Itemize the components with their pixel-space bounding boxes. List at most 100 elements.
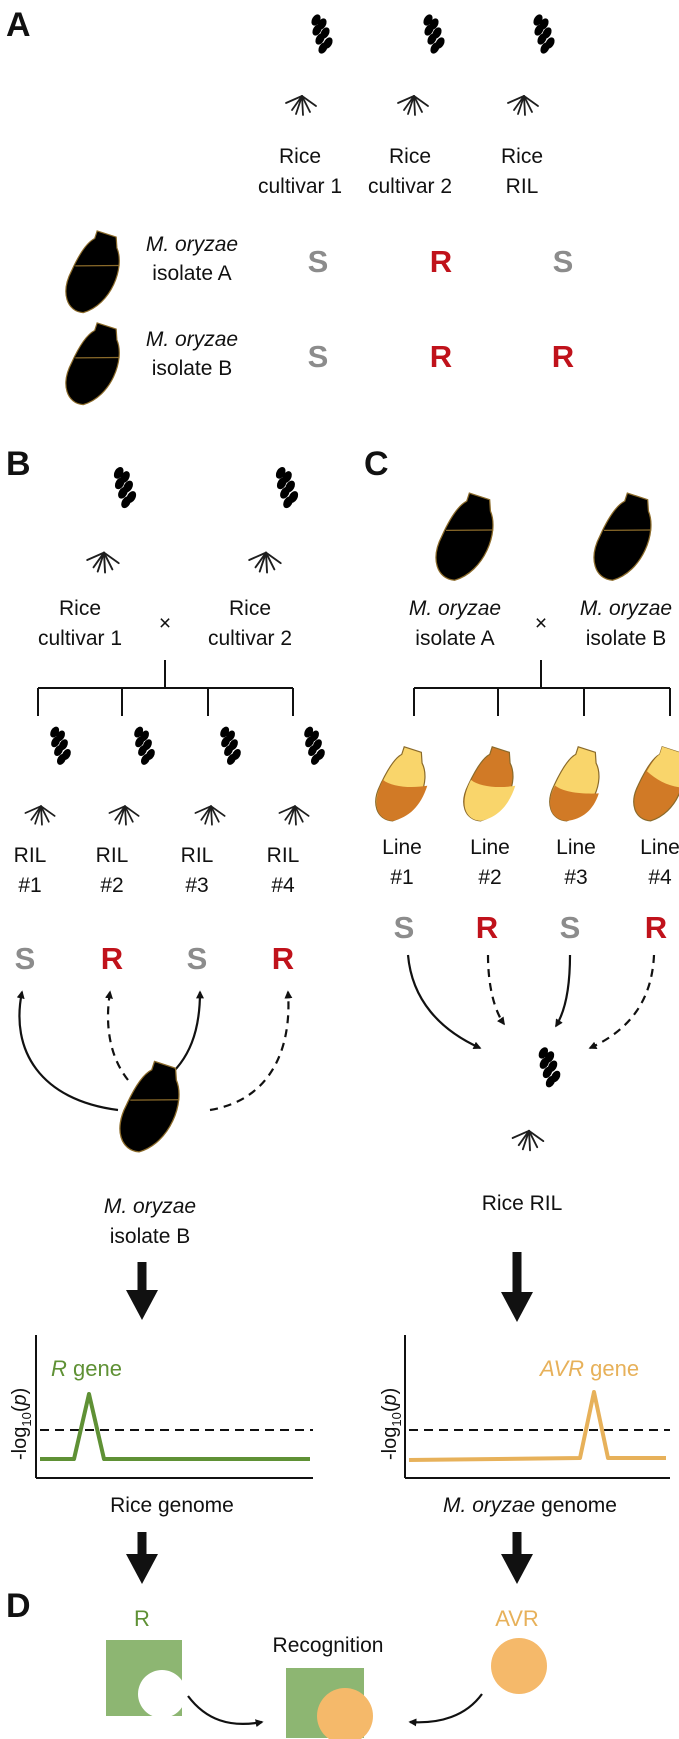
c-isolate-a-icon [428,488,504,589]
b-isolate-b-icon [112,1056,190,1161]
isolate-b-icon [58,318,129,413]
plant-b-parent2 [236,463,302,575]
panel-label-d: D [6,1587,31,1625]
ril-4-line1: RIL [267,844,300,867]
r-protein-icon [106,1640,186,1718]
c-line-3-result: S [560,910,581,945]
c-cross-tree [413,660,671,716]
c-parent2-species: M. oryzae [580,597,672,620]
d-recognition-label: Recognition [273,1634,384,1657]
b-parent1-line2: cultivar 1 [38,627,122,650]
recognition-complex-icon [286,1668,373,1739]
ril-1-line1: RIL [14,844,47,867]
label-ril-line2: RIL [506,175,539,198]
c-line-2-icon [463,746,516,822]
c-line-3-icon [549,746,600,822]
b-parent1-line1: Rice [59,597,101,620]
label-cultivar-2-line2: cultivar 2 [368,175,452,198]
plant-ril-1 [13,723,75,827]
label-cultivar-1-line2: cultivar 1 [258,175,342,198]
c-line-4-line2: #4 [648,866,672,889]
c-plot-xlabel: M. oryzae genome [443,1494,617,1517]
c-isolate-b-icon [586,488,662,589]
result-b-cultivar1: S [308,339,329,374]
c-line-1-line2: #1 [390,866,413,889]
c-line-1-line1: Line [382,836,422,859]
result-b-ril: R [552,339,574,374]
r-gene-trace [40,1392,310,1461]
plant-ril-2 [97,723,159,827]
c-parent1-species: M. oryzae [409,597,501,620]
ril-1-result: S [15,941,36,976]
d-avr-label: AVR [495,1606,539,1631]
c-plot-ylabel: -log10(p) [379,1388,404,1460]
label-ril-line1: Rice [501,145,543,168]
plant-ril-4 [267,723,329,827]
ril-4-line2: #4 [271,874,295,897]
panel-label-a: A [6,6,31,44]
c-down-arrow [501,1252,533,1322]
panel-label-c: C [364,445,389,483]
result-b-cultivar2: R [430,339,452,374]
b-cross-tree [37,660,294,716]
b-plot-peak-label: R gene [51,1356,122,1381]
result-a-cultivar2: R [430,244,452,279]
panel-label-b: B [6,445,31,483]
plant-cultivar-2 [386,11,449,117]
b-isolate-name: isolate B [110,1225,191,1248]
c-line-3-line1: Line [556,836,596,859]
b-isolate-species: M. oryzae [104,1195,196,1218]
c-plot: -log10(p) AVR gene M. oryzae genome [379,1335,670,1517]
c-line-2-result: R [476,910,498,945]
plant-ril [496,11,559,117]
d-down-arrow-left [126,1532,158,1584]
c-host-plant [500,1043,565,1153]
c-line-1-result: S [394,910,415,945]
label-cultivar-1-line1: Rice [279,145,321,168]
ril-2-line2: #2 [100,874,123,897]
isolate-b-name: isolate B [152,357,233,380]
isolate-a-name: isolate A [152,262,231,285]
plant-cultivar-1 [274,11,337,117]
ril-4-result: R [272,941,294,976]
b-plot: -log10(p) R gene Rice genome [9,1335,313,1517]
c-line-3-line2: #3 [564,866,587,889]
result-a-cultivar1: S [308,244,329,279]
ril-2-result: R [101,941,123,976]
ril-3-result: S [187,941,208,976]
b-parent2-line2: cultivar 2 [208,627,292,650]
c-line-4-result: R [645,910,667,945]
label-cultivar-2-line1: Rice [389,145,431,168]
c-line-1-icon [375,746,428,822]
c-cross-symbol: × [535,612,547,635]
ril-1-line2: #1 [18,874,41,897]
c-parent1-name: isolate A [415,627,494,650]
b-cross-symbol: × [159,612,171,635]
b-plot-xlabel: Rice genome [110,1494,234,1517]
c-line-2-line2: #2 [478,866,501,889]
d-down-arrow-right [501,1532,533,1584]
avr-protein-icon [491,1638,547,1694]
ril-3-line2: #3 [185,874,208,897]
c-host-label: Rice RIL [482,1192,563,1215]
avr-gene-trace [408,1390,666,1462]
result-a-ril: S [553,244,574,279]
c-infection-arrows [406,954,656,1050]
c-line-4-icon [633,746,679,822]
b-down-arrow [126,1262,158,1320]
b-parent2-line1: Rice [229,597,271,620]
plant-b-parent1 [74,463,140,575]
b-plot-ylabel: -log10(p) [9,1388,34,1460]
plant-ril-3 [183,723,245,827]
ril-2-line1: RIL [96,844,129,867]
c-parent2-name: isolate B [586,627,667,650]
c-line-2-line1: Line [470,836,510,859]
isolate-b-species: M. oryzae [146,328,238,351]
isolate-a-icon [58,226,129,321]
isolate-a-species: M. oryzae [146,233,238,256]
c-line-4-line1: Line [640,836,679,859]
d-arrows [187,1693,483,1728]
d-r-label: R [134,1606,150,1631]
c-plot-peak-label: AVR gene [538,1356,639,1381]
